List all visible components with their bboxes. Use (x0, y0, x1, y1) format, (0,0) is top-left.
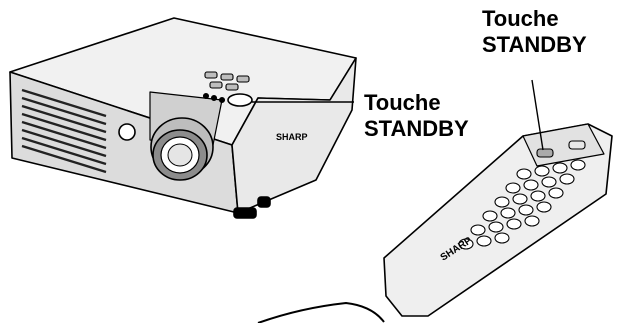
projector-standby-label-line2: STANDBY (364, 116, 469, 142)
remote-standby-label: Touche STANDBY (482, 6, 587, 58)
remote-standby-label-line2: STANDBY (482, 32, 587, 58)
projector-illustration (10, 18, 356, 218)
projector-logo: SHARP (276, 132, 308, 142)
remote-standby-button-icon (537, 149, 553, 157)
partial-outline-bottom (258, 303, 384, 323)
ir-sensor-icon (119, 124, 135, 140)
remote-control-illustration (384, 124, 612, 316)
standby-button-icon (228, 94, 252, 106)
projector-standby-label-line1: Touche (364, 90, 469, 116)
remote-standby-label-line1: Touche (482, 6, 587, 32)
projector-standby-label: Touche STANDBY (364, 90, 469, 142)
